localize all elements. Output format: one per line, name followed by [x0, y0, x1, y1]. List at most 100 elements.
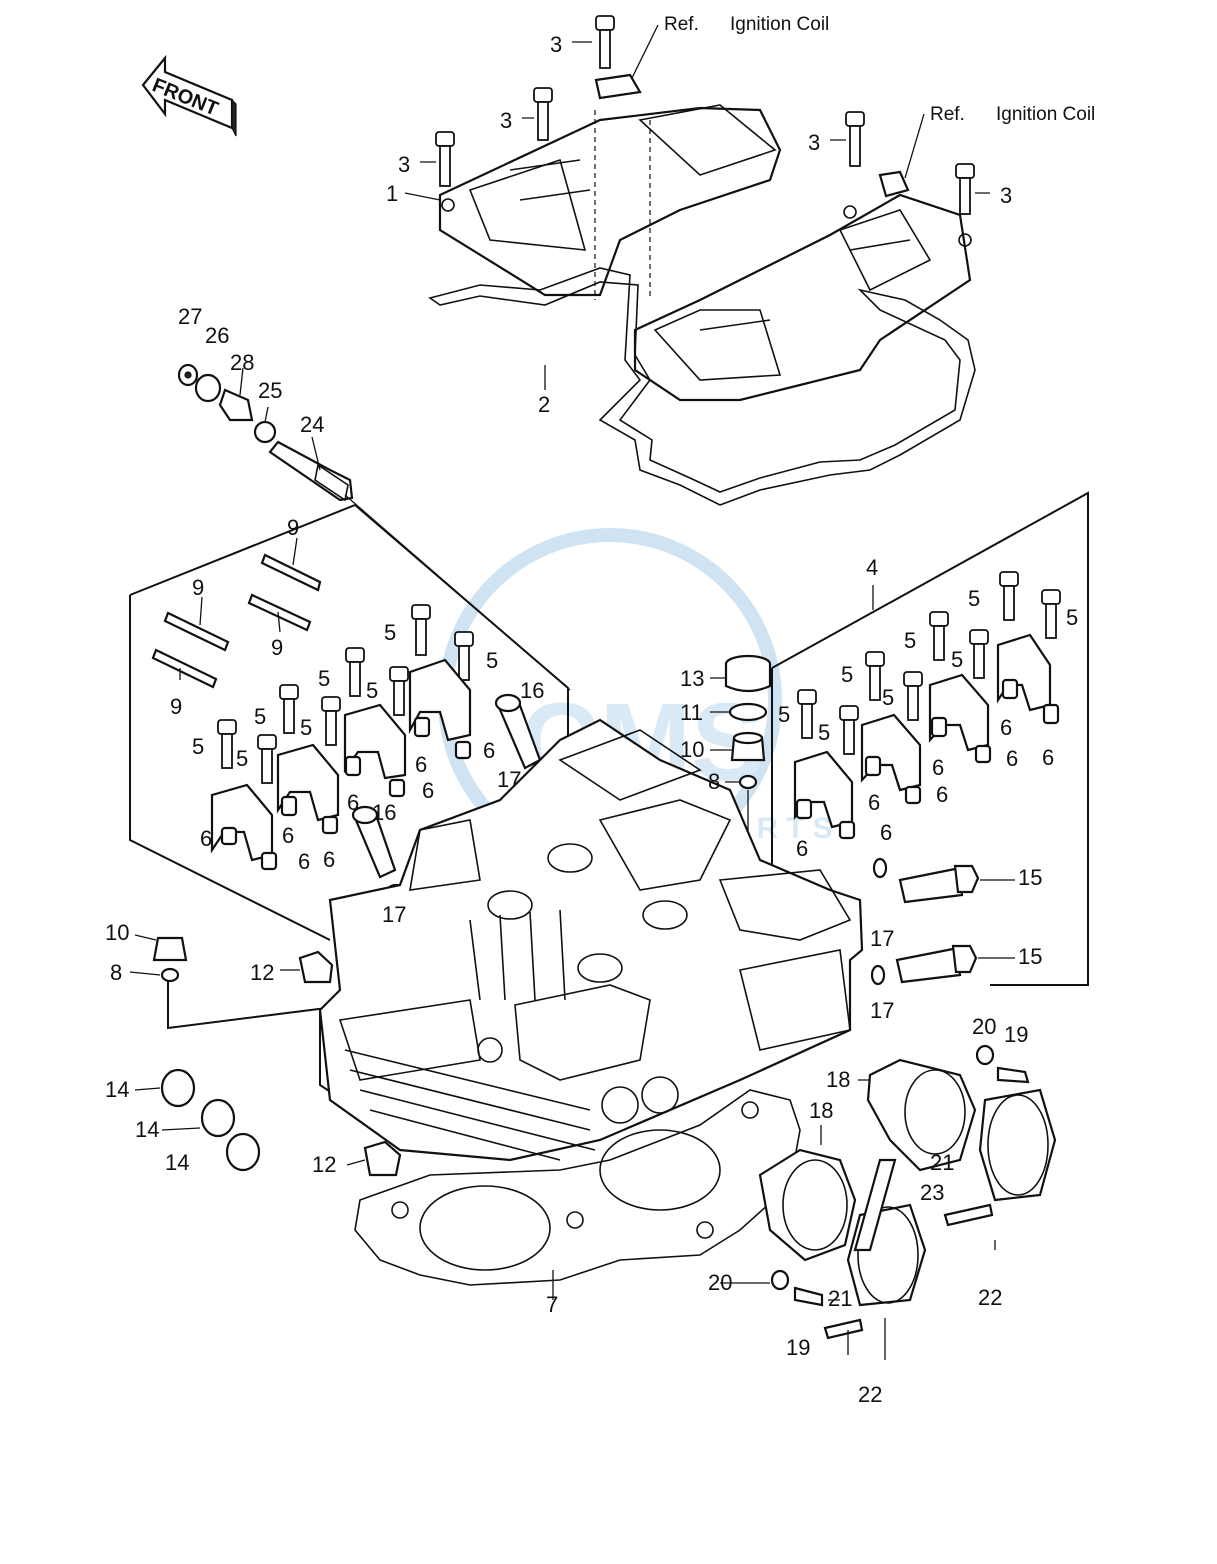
callout-label: 8 [708, 769, 720, 794]
ref-prefix: Ref. [664, 14, 699, 35]
callout-label: 18 [826, 1067, 850, 1092]
callout-label: 9 [271, 635, 283, 660]
plugs [152, 936, 402, 1177]
callout-label: 7 [546, 1292, 558, 1317]
oil-fittings-right [870, 857, 980, 986]
callout-label: 1 [386, 181, 398, 206]
callout-label: 20 [972, 1014, 996, 1039]
left-cam-cap-bolts [217, 604, 474, 784]
right-group-boundary [771, 491, 1089, 986]
cover-gasket [428, 267, 976, 506]
cylinder-head-cover [438, 104, 972, 402]
callout-label: 18 [809, 1098, 833, 1123]
callout-label: 6 [868, 790, 880, 815]
ref-text: Ignition Coil [996, 104, 1095, 125]
bolt-icon [217, 719, 237, 769]
callout-label: 6 [1000, 715, 1012, 740]
callout-label: 5 [486, 648, 498, 673]
ref-note-top: Ref. Ignition Coil [631, 14, 829, 79]
bolt-icon [257, 734, 277, 784]
callout-label: 5 [904, 628, 916, 653]
cylinder-head [318, 718, 864, 1162]
callout-label: 6 [880, 820, 892, 845]
callout-label: 2 [538, 392, 550, 417]
callout-label: 5 [951, 647, 963, 672]
callout-label: 6 [1042, 745, 1054, 770]
bolt-icon [969, 629, 989, 679]
callout-label: 3 [398, 152, 410, 177]
bolt-icon [454, 631, 474, 681]
callout-label: 6 [936, 782, 948, 807]
right-cam-cap-bolts [797, 571, 1061, 755]
bolt-icon [903, 671, 923, 721]
callout-label: 8 [110, 960, 122, 985]
callout-label: 16 [372, 800, 396, 825]
callout-label: 6 [1006, 746, 1018, 771]
carburetor-holders [758, 1044, 1057, 1360]
callout-label: 21 [930, 1150, 954, 1175]
front-arrow-shadow [231, 98, 237, 137]
bolt-icon [999, 571, 1019, 621]
callout-label: 15 [1018, 944, 1042, 969]
callout-label: 22 [858, 1382, 882, 1407]
ref-prefix: Ref. [930, 104, 965, 125]
callout-label: 28 [230, 350, 254, 375]
callout-label: 24 [300, 412, 324, 437]
right-camshaft-caps [793, 633, 1060, 840]
callout-label: 5 [778, 702, 790, 727]
bolt-icon [321, 696, 341, 746]
callout-label: 5 [318, 666, 330, 691]
callout-label: 19 [786, 1335, 810, 1360]
callout-label: 6 [347, 790, 359, 815]
callout-label: 9 [192, 575, 204, 600]
callout-label: 6 [422, 778, 434, 803]
callout-label: 6 [282, 823, 294, 848]
bolt-icon [839, 705, 859, 755]
callout-label: 6 [483, 738, 495, 763]
callout-label: 5 [384, 620, 396, 645]
callout-label: 14 [135, 1117, 159, 1142]
callout-label: 13 [680, 666, 704, 691]
callout-label: 6 [200, 826, 212, 851]
callout-label: 20 [708, 1270, 732, 1295]
bolt-icon [411, 604, 431, 656]
callout-label: 15 [1018, 865, 1042, 890]
callout-label: 22 [978, 1285, 1002, 1310]
callout-label: 25 [258, 378, 282, 403]
bolt-icon [389, 666, 409, 716]
callout-label: 6 [415, 752, 427, 777]
bolt-icon [595, 15, 615, 69]
callout-label: 5 [254, 704, 266, 729]
callout-label: 11 [680, 700, 703, 725]
bolt-icon [279, 684, 299, 734]
callout-label: 5 [300, 715, 312, 740]
cover-bolts [435, 15, 975, 215]
callout-label: 19 [1004, 1022, 1028, 1047]
tach-drive-parts [177, 363, 571, 691]
callout-labels: 3 3 3 3 3 3 1 2 27 26 28 25 24 9 9 9 9 9… [105, 32, 1078, 1407]
callout-label: 3 [808, 130, 820, 155]
clamp-icon [594, 73, 642, 100]
callout-label: 3 [550, 32, 562, 57]
callout-label: 23 [920, 1180, 944, 1205]
ref-note-right: Ref. Ignition Coil [904, 104, 1095, 179]
callout-label: 6 [298, 849, 310, 874]
callout-label: 27 [178, 304, 202, 329]
callout-label: 5 [968, 586, 980, 611]
callout-label: 5 [1066, 605, 1078, 630]
bolt-icon [929, 611, 949, 661]
callout-label: 17 [870, 926, 894, 951]
ref-text: Ignition Coil [730, 14, 829, 35]
callout-label: 3 [500, 108, 512, 133]
bolt-icon [845, 111, 865, 167]
bolt-icon [797, 689, 817, 739]
callout-label: 5 [818, 720, 830, 745]
callout-label: 14 [165, 1150, 189, 1175]
callout-label: 17 [382, 902, 406, 927]
clamp-icon [878, 170, 910, 198]
bolt-icon [1041, 589, 1061, 639]
bolt-icon [435, 131, 455, 187]
callout-label: 26 [205, 323, 229, 348]
callout-label: 10 [105, 920, 129, 945]
